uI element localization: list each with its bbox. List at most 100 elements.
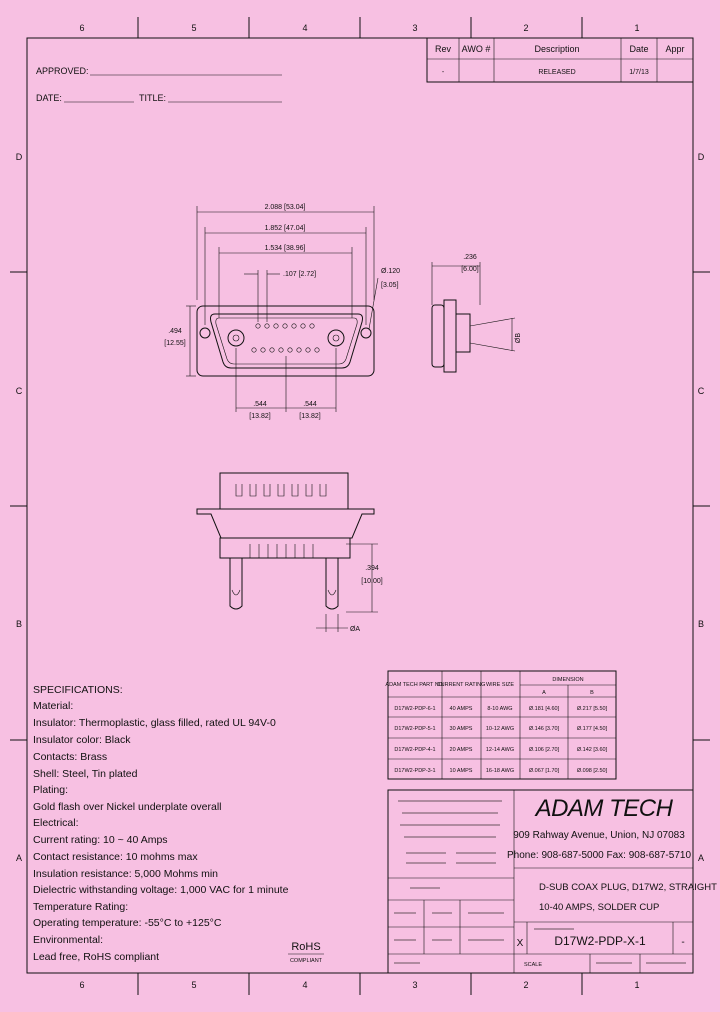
dim-side-depth-mm: [6.00]	[461, 266, 479, 273]
rohs-sub: COMPLIANT	[290, 958, 323, 964]
wire-cell: 10-12 AWG	[486, 726, 514, 732]
spec-line: Lead free, RoHS compliant	[33, 951, 159, 963]
dim-side-depth: .236	[463, 254, 477, 261]
wire-header-part: ADAM TECH PART NO.	[385, 682, 445, 688]
proprietary-notice	[394, 800, 686, 964]
rev-value: -	[442, 69, 445, 76]
wire-cell: 20 AMPS	[450, 747, 473, 753]
wire-cell: Ø.181 [4.60]	[529, 706, 560, 712]
rohs-text: RoHS	[291, 941, 320, 953]
dim-contact-span: 1.534 [38.96]	[265, 245, 306, 252]
wire-header-a: A	[542, 690, 546, 696]
spec-line: Environmental:	[33, 934, 103, 946]
part-number: D17W2-PDP-X-1	[554, 934, 646, 948]
spec-line: Insulator: Thermoplastic, glass filled, …	[33, 717, 276, 729]
date-label: DATE:	[36, 93, 62, 103]
zone-col-top: 3	[412, 23, 417, 33]
zone-col-top: 6	[79, 23, 84, 33]
dim-side-dia: ØB	[515, 333, 522, 343]
zone-col-top: 1	[634, 23, 639, 33]
spec-line: Dielectric withstanding voltage: 1,000 V…	[33, 884, 289, 896]
zone-labels: 6 5 4 3 2 1 6 5 4 3 2 1 D C B A D C B A	[16, 23, 705, 990]
wire-header-wire: WIRE SIZE	[486, 682, 514, 688]
mount-hole	[360, 327, 372, 339]
zone-col-top: 2	[523, 23, 528, 33]
zone-col-top: 5	[191, 23, 196, 33]
dim-shell-height: .494	[168, 328, 182, 335]
dim-left-offset-mm: [13.82]	[249, 413, 270, 420]
spec-line: Shell: Steel, Tin plated	[33, 768, 138, 780]
dim-right-offset: .544	[303, 401, 317, 408]
wire-cell: 8-10 AWG	[487, 706, 512, 712]
appr-header: Appr	[665, 44, 684, 54]
spec-line: Operating temperature: -55°C to +125°C	[33, 917, 222, 929]
zone-row-left: B	[16, 619, 22, 629]
dim-tail-dia: ØA	[350, 626, 360, 633]
dim-overall-width: 2.088 [53.04]	[265, 204, 306, 211]
zone-col-bottom: 6	[79, 980, 84, 990]
scale-label: SCALE	[524, 962, 542, 968]
spec-line: SPECIFICATIONS:	[33, 684, 123, 696]
wire-header-b: B	[590, 690, 594, 696]
spec-line: Current rating: 10 ~ 40 Amps	[33, 834, 168, 846]
dim-right-offset-mm: [13.82]	[299, 413, 320, 420]
zone-col-bottom: 2	[523, 980, 528, 990]
zone-row-right: A	[698, 853, 704, 863]
dim-contact-pitch: .107 [2.72]	[283, 271, 316, 278]
zone-row-right: D	[698, 152, 705, 162]
date-header: Date	[629, 44, 648, 54]
dim-tail-length: .394	[365, 565, 379, 572]
wire-cell: Ø.106 [2.70]	[529, 747, 560, 753]
dim-mount-spacing: 1.852 [47.04]	[265, 225, 306, 232]
wire-header-current: CURRENT RATING	[437, 682, 486, 688]
drawing-title-line2: 10-40 AMPS, SOLDER CUP	[539, 902, 659, 913]
zone-col-bottom: 3	[412, 980, 417, 990]
wire-cell: Ø.142 [3.60]	[577, 747, 608, 753]
specifications: SPECIFICATIONS: Material: Insulator: The…	[33, 684, 289, 963]
date-value: 1/7/13	[629, 69, 649, 76]
mount-hole	[199, 327, 211, 339]
dim-hole-dia: Ø.120	[381, 268, 400, 275]
zone-col-bottom: 5	[191, 980, 196, 990]
dim-tail-length-mm: [10.00]	[361, 578, 382, 585]
spec-line: Temperature Rating:	[33, 901, 128, 913]
bottom-view: .394 [10.00] ØA	[196, 472, 383, 633]
coax-cavity	[332, 334, 340, 342]
zone-row-right: C	[698, 386, 705, 396]
front-view: 2.088 [53.04] 1.852 [47.04] 1.534 [38.96…	[164, 204, 400, 420]
wire-cell: Ø.098 [2.50]	[577, 768, 608, 774]
wire-table: ADAM TECH PART NO. CURRENT RATING WIRE S…	[385, 670, 617, 780]
sheet-frame	[10, 17, 710, 995]
zone-col-bottom: 4	[302, 980, 307, 990]
approval-header: APPROVED: DATE: TITLE:	[36, 66, 282, 103]
coax-cavity	[232, 334, 240, 342]
spec-line: Electrical:	[33, 817, 79, 829]
spec-line: Gold flash over Nickel underplate overal…	[33, 801, 222, 813]
zone-row-left: D	[16, 152, 23, 162]
zone-col-top: 4	[302, 23, 307, 33]
drawing-title-line1: D-SUB COAX PLUG, D17W2, STRAIGHT	[539, 882, 717, 893]
wire-cell: 40 AMPS	[450, 706, 473, 712]
wire-cell: Ø.177 [4.50]	[577, 726, 608, 732]
dim-hole-dia-mm: [3.05]	[381, 282, 399, 289]
approved-label: APPROVED:	[36, 66, 89, 76]
wire-cell: Ø.217 [5.50]	[577, 706, 608, 712]
wire-cell: D17W2-PDP-6-1	[394, 706, 435, 712]
wire-cell: 10 AMPS	[450, 768, 473, 774]
wire-header-dimension: DIMENSION	[552, 677, 583, 683]
spec-line: Contacts: Brass	[33, 751, 107, 763]
company-address: 909 Rahway Avenue, Union, NJ 07083	[513, 830, 685, 841]
dim-left-offset: .544	[253, 401, 267, 408]
wire-cell: D17W2-PDP-3-1	[394, 768, 435, 774]
coax-cavity	[327, 329, 345, 347]
wire-cell: 16-18 AWG	[486, 768, 514, 774]
wire-cell: 30 AMPS	[450, 726, 473, 732]
title-block: ADAM TECH 909 Rahway Avenue, Union, NJ 0…	[387, 789, 717, 974]
spec-line: Insulation resistance: 5,000 Mohms min	[33, 868, 218, 880]
description-value: RELEASED	[538, 69, 575, 76]
title-label: TITLE:	[139, 93, 166, 103]
rohs-mark: RoHS COMPLIANT	[288, 941, 324, 964]
revision-table: Rev AWO # Description Date Appr - RELEAS…	[426, 37, 694, 83]
coax-cavity	[227, 329, 245, 347]
